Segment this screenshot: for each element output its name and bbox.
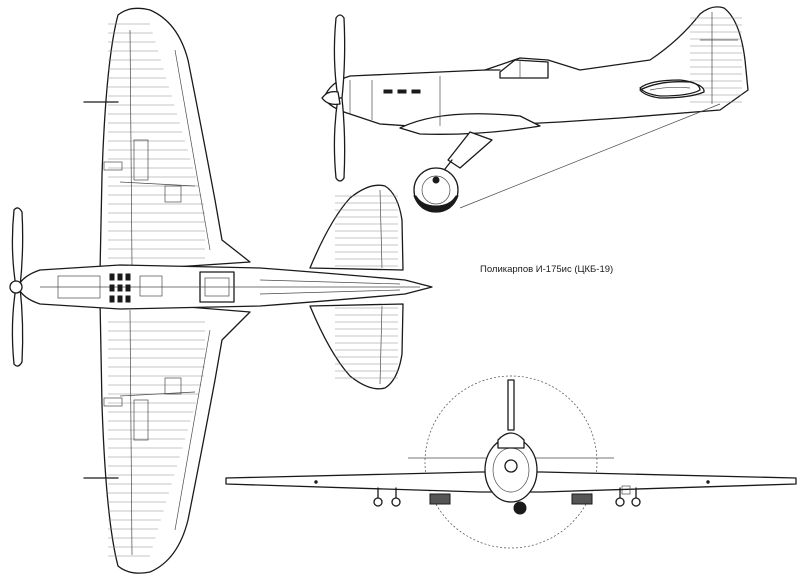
side-view-exhaust-stacks (383, 89, 421, 94)
front-view (225, 375, 797, 549)
top-view-upper-wing-ribs (108, 23, 205, 259)
top-view-stabilizer-ribs (335, 195, 398, 379)
side-view-landing-gear (413, 131, 493, 213)
top-view-upper-stabilizer (309, 184, 404, 271)
side-view-canopy (499, 59, 549, 79)
top-view-propeller (9, 207, 24, 367)
top-view-lower-wing (99, 299, 251, 574)
side-view-propeller (321, 14, 346, 182)
top-view (9, 7, 433, 574)
front-view-propeller-disc (424, 375, 598, 549)
top-view-exhaust-stacks (109, 273, 131, 303)
top-view-lower-stabilizer (309, 303, 404, 390)
side-view (321, 6, 749, 213)
top-view-lower-wing-ribs (108, 321, 205, 557)
side-view-fin-ribs (690, 17, 742, 103)
front-view-landing-gear (429, 493, 593, 515)
drawing-caption: Поликарпов И-175ис (ЦКБ-19) (480, 264, 614, 275)
front-view-underwing-stores (314, 480, 710, 507)
top-view-upper-wing (99, 7, 251, 273)
